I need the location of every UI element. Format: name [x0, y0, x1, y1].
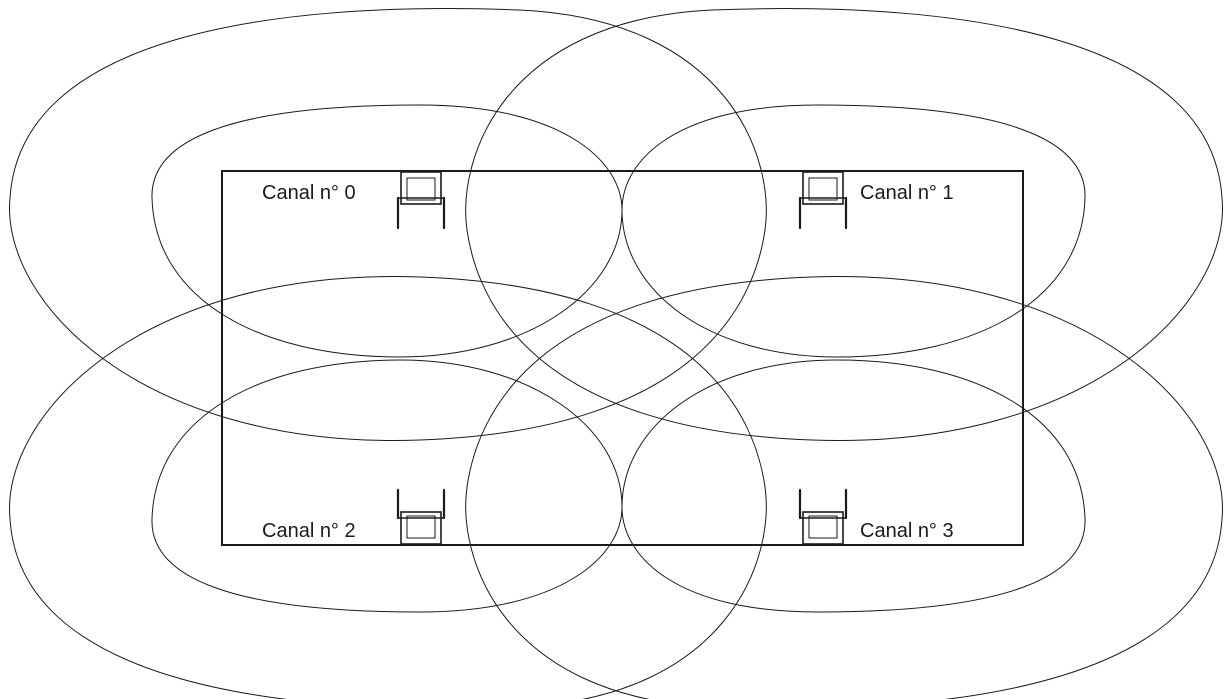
channel-label-2: Canal n° 2	[262, 520, 356, 542]
wireless-access-point-icon	[798, 488, 848, 545]
wireless-access-point-icon	[396, 488, 446, 545]
access-point-1: Canal n° 1	[798, 171, 954, 230]
inner-coverage-zone-3	[621, 359, 1086, 613]
inner-coverage-zones	[151, 104, 1086, 613]
outer-coverage-zones	[9, 8, 1223, 699]
inner-coverage-zone-1	[621, 104, 1086, 358]
channel-label-3: Canal n° 3	[860, 520, 954, 542]
access-point-2: Canal n° 2	[262, 488, 446, 545]
outer-coverage-zone-1	[465, 8, 1223, 441]
outer-coverage-zone-0	[9, 8, 767, 441]
channel-label-0: Canal n° 0	[262, 182, 356, 204]
wireless-access-point-icon	[798, 171, 848, 230]
access-point-0: Canal n° 0	[262, 171, 446, 230]
outer-coverage-zone-3	[465, 276, 1223, 699]
access-point-3: Canal n° 3	[798, 488, 954, 545]
outer-coverage-zone-2	[9, 276, 767, 699]
channel-label-1: Canal n° 1	[860, 182, 954, 204]
room-outline	[221, 170, 1024, 546]
wireless-access-point-icon	[396, 171, 446, 230]
